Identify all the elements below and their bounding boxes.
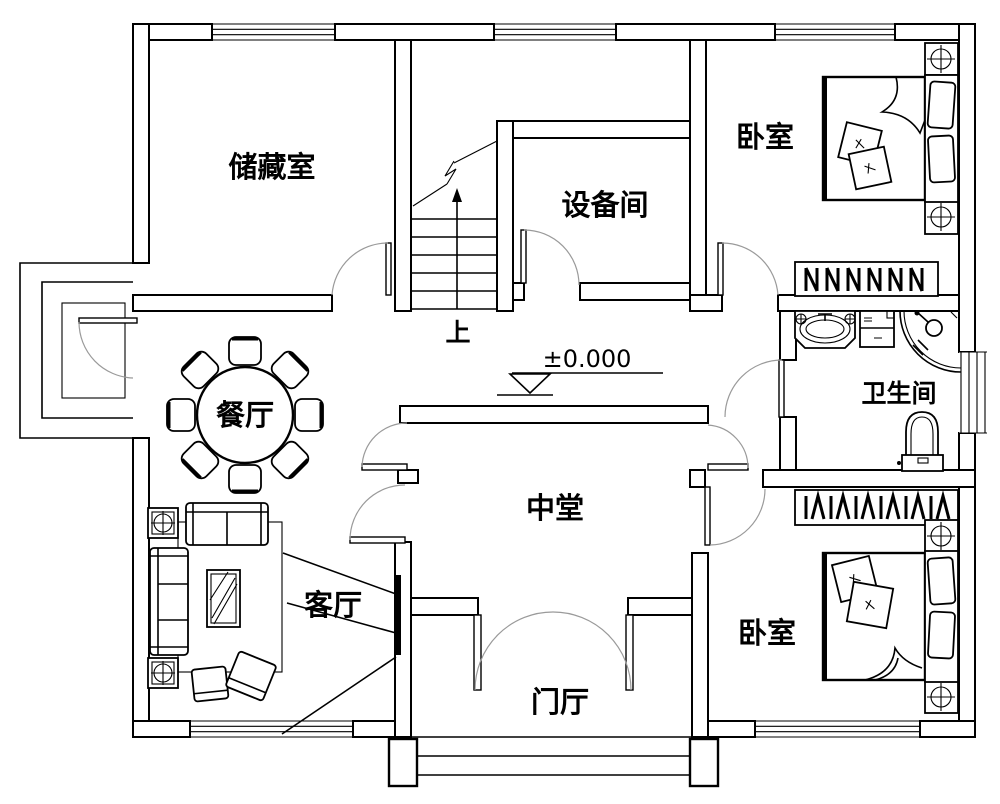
- label-living: 客厅: [304, 588, 362, 622]
- label-dining: 餐厅: [216, 398, 274, 432]
- doors: [78, 229, 785, 691]
- window-bottom-left-icon: [189, 720, 354, 738]
- window-top-middle-icon: [493, 23, 617, 41]
- dining-set: [166, 336, 324, 494]
- porch-door: [78, 317, 151, 382]
- porch-column-left: [387, 737, 419, 788]
- armchair-right: [225, 650, 277, 702]
- dining-table: [195, 365, 295, 465]
- bedroom-top-set: [794, 42, 959, 297]
- coffee-table: [206, 569, 241, 628]
- side-table-bottom: [147, 657, 179, 689]
- cushion-2: [847, 145, 893, 191]
- armchair-left: [190, 665, 230, 703]
- living-room-set: [147, 502, 401, 735]
- dining-chairs: [166, 336, 324, 494]
- nightstand-bottom-1: [924, 519, 959, 554]
- sink: [794, 310, 856, 349]
- bed-bottom: [821, 550, 959, 683]
- bathroom-door: [724, 359, 785, 418]
- room-labels: 储藏室 设备间 卧室 餐厅 中堂 客厅 门厅 卫生间 卧室 上: [216, 120, 937, 719]
- label-entrance-hall: 门厅: [531, 685, 589, 719]
- central-hall-left-upper-door: [361, 422, 408, 471]
- blanket-fold: [879, 76, 926, 135]
- window-bottom-right-icon: [754, 720, 921, 738]
- bedroom-top-door: [717, 242, 779, 296]
- central-hall-left-lower-door: [349, 484, 406, 544]
- blanket-fold-2: [864, 645, 923, 681]
- nightstand-top-1: [924, 42, 959, 76]
- bedroom-bottom-door: [704, 486, 766, 546]
- exterior-walls: [132, 23, 976, 738]
- wardrobe-bottom: [794, 489, 959, 526]
- wardrobe-top: [794, 261, 939, 297]
- label-central-hall: 中堂: [526, 491, 584, 525]
- elevation-marker: ±0.000: [497, 345, 663, 396]
- stairs-up-arrow-icon: [452, 188, 462, 202]
- bath-cabinet: [859, 310, 895, 348]
- entry-porch: [387, 736, 720, 788]
- shower: [899, 310, 962, 373]
- window-top-right-icon: [774, 23, 896, 41]
- elevation-value: ±0.000: [543, 345, 632, 373]
- label-bathroom: 卫生间: [861, 379, 936, 408]
- label-bedroom-top: 卧室: [736, 120, 794, 154]
- windows: [189, 23, 987, 738]
- interior-walls: [132, 39, 976, 738]
- tv-sight-lines: [281, 552, 397, 735]
- storage-door: [331, 242, 392, 296]
- tv: [394, 575, 401, 655]
- side-porch: [19, 262, 133, 439]
- central-hall-right-door: [707, 424, 749, 471]
- bedroom-bottom-set: [794, 489, 959, 714]
- bed-top: [821, 74, 959, 203]
- staircase: [411, 140, 498, 310]
- toilet: [897, 411, 944, 472]
- nightstand-bottom-2: [924, 679, 959, 714]
- nightstand-top-2: [924, 199, 959, 235]
- label-equipment: 设备间: [561, 188, 648, 222]
- window-top-left-icon: [211, 23, 336, 41]
- sofa-three-seat: [149, 547, 189, 656]
- label-bedroom-bottom: 卧室: [738, 616, 796, 650]
- window-bathroom-icon: [959, 351, 987, 434]
- cushion-4: [845, 580, 895, 630]
- entrance-double-door: [474, 611, 632, 691]
- equipment-door: [520, 229, 580, 286]
- label-stairs-up: 上: [445, 318, 470, 347]
- side-table-top: [147, 507, 179, 539]
- porch-column-right: [688, 737, 720, 788]
- label-storage: 储藏室: [228, 150, 315, 184]
- sofa-two-seat: [185, 502, 269, 546]
- bathroom-fixtures: [794, 310, 962, 472]
